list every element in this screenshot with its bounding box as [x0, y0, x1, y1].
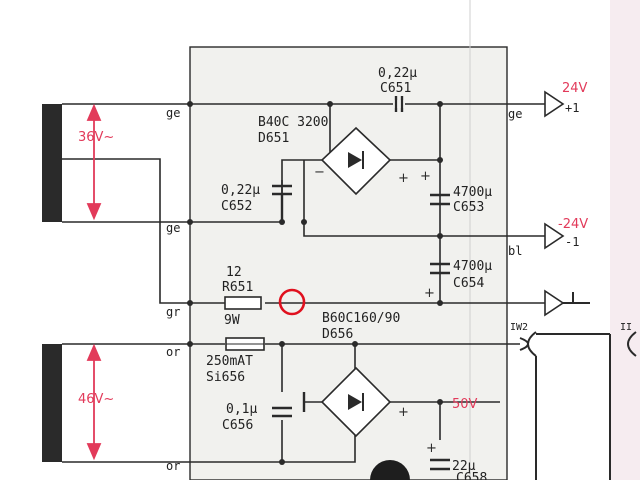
wire-label-ge-right: ge — [508, 107, 522, 121]
svg-text:−: − — [314, 165, 325, 180]
diode-bridge-icon — [320, 126, 392, 196]
ground-icon — [563, 292, 590, 304]
wire-label-or-bottom: or — [166, 459, 180, 473]
capacitor-icon — [272, 392, 306, 418]
capacitor-icon — [430, 193, 450, 206]
capacitor-icon — [430, 458, 450, 471]
terminal-ii: II — [620, 322, 632, 333]
wire-label-ge-top: ge — [166, 106, 180, 120]
terminal-arrow-icon — [544, 90, 565, 317]
c653-name: C653 — [453, 200, 484, 215]
capacitor-icon — [272, 184, 292, 222]
transformer-winding-lower — [42, 344, 62, 462]
c651-name: C651 — [380, 81, 411, 96]
r651-value: 12 — [226, 265, 242, 280]
c656-value: 0,1µ — [226, 402, 257, 417]
voltage-arrows — [86, 103, 102, 461]
c658-value: 22µ — [452, 459, 476, 474]
resistor-icon — [224, 296, 262, 310]
c651-value: 0,22µ — [378, 66, 417, 81]
page-edge-band — [610, 0, 640, 480]
bridge1-name: D651 — [258, 131, 289, 146]
svg-text:+: + — [424, 286, 435, 301]
c652-name: C652 — [221, 199, 252, 214]
c653-value: 4700µ — [453, 185, 492, 200]
c652-value: 0,22µ — [221, 183, 260, 198]
wire-label-gr: gr — [166, 305, 180, 319]
svg-text:+: + — [398, 405, 409, 420]
c656-name: C656 — [222, 418, 253, 433]
voltage-24v: 24V — [562, 81, 588, 96]
connector-ii — [627, 331, 637, 357]
wire-label-or-mid: or — [166, 345, 180, 359]
fuse-name: Si656 — [206, 370, 245, 385]
bridge2-type: B60C160/90 — [322, 311, 400, 326]
fuse-rating: 250mAT — [206, 354, 253, 369]
bridge2-name: D656 — [322, 327, 353, 342]
c654-name: C654 — [453, 276, 484, 291]
svg-text:+: + — [398, 171, 409, 186]
terminal-minus-one: -1 — [565, 235, 579, 249]
c654-value: 4700µ — [453, 259, 492, 274]
r651-power: 9W — [224, 313, 240, 328]
bridge1-type: B40C 3200 — [258, 115, 328, 130]
svg-text:+: + — [420, 169, 431, 184]
wire-label-bl-right: bl — [508, 244, 522, 258]
connector-iw2 — [519, 331, 611, 480]
svg-text:+: + — [426, 441, 437, 456]
voltage-36v: 36V~ — [78, 130, 114, 145]
c658-name: C658 — [456, 471, 487, 480]
voltage-minus-24v: -24V — [558, 217, 588, 232]
capacitor-icon — [430, 262, 450, 275]
terminal-iw2: IW2 — [510, 322, 528, 333]
terminal-plus-one: +1 — [565, 101, 579, 115]
wire-label-ge-mid: ge — [166, 221, 180, 235]
voltage-46v: 46V~ — [78, 392, 114, 407]
transformer-winding-upper — [42, 104, 62, 222]
section-marker — [370, 460, 410, 480]
r651-name: R651 — [222, 280, 253, 295]
voltage-50v: 50V — [452, 397, 478, 412]
marker-circle — [278, 288, 306, 316]
diode-bridge-icon — [320, 366, 392, 438]
junction-dots — [187, 101, 443, 465]
fuse-icon — [225, 337, 265, 351]
